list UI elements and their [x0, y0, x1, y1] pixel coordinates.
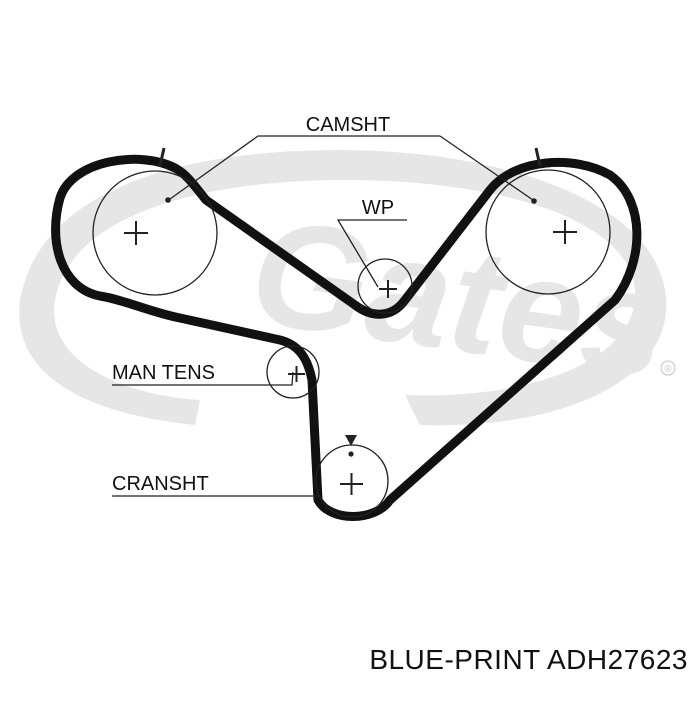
camshaft-label: CAMSHT	[306, 114, 390, 136]
camshaft-leader-right	[439, 135, 534, 201]
water-pump-ring	[357, 258, 413, 314]
crankshaft-center-mark	[340, 473, 363, 495]
crankshaft-ring	[315, 444, 389, 518]
manual-tensioner-pulley	[266, 345, 320, 399]
manual-tensioner-leader	[112, 371, 294, 386]
left-camshaft-pulley-ring	[92, 170, 218, 296]
crankshaft-label: CRANSHT	[112, 473, 209, 495]
timing-belt	[51, 154, 642, 521]
watermark-swoosh	[19, 150, 667, 426]
left-camshaft-timing-mark	[158, 147, 166, 167]
crankshaft-timing-dot	[348, 451, 354, 457]
left-camshaft-timing-dot	[165, 197, 171, 203]
leader-lines	[112, 135, 534, 497]
gates-watermark: Gates ®	[19, 150, 678, 426]
part-number-label: BLUE-PRINT ADH27623	[369, 644, 688, 675]
registered-mark: ®	[664, 364, 672, 375]
water-pump-pulley	[357, 258, 413, 314]
right-camshaft-center-mark	[553, 220, 577, 244]
water-pump-leader	[336, 219, 407, 288]
registered-mark-ring	[660, 360, 676, 376]
water-pump-center-mark	[379, 280, 397, 298]
right-camshaft-timing-mark	[534, 147, 542, 167]
manual-tensioner-ring	[266, 345, 320, 399]
left-camshaft-center-mark	[124, 221, 148, 245]
water-pump-label: WP	[362, 197, 394, 219]
manual-tensioner-center-mark	[288, 366, 305, 382]
manual-tensioner-label: MAN TENS	[112, 362, 215, 384]
crankshaft-pulley	[315, 435, 389, 518]
camshaft-leader-left	[169, 135, 440, 200]
right-camshaft-pulley-ring	[485, 169, 611, 295]
crankshaft-timing-arrow-icon	[345, 435, 357, 446]
left-camshaft-pulley	[92, 147, 218, 296]
